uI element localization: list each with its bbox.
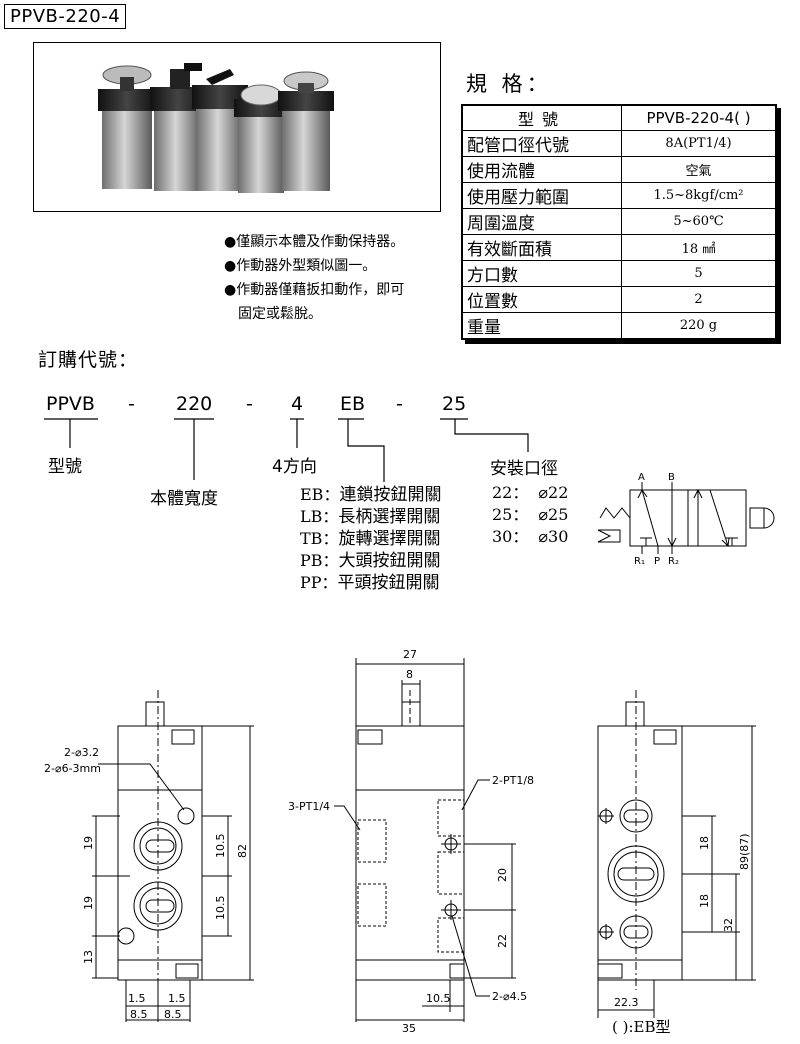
spec-row: 使用流體空氣 xyxy=(461,156,777,183)
spec-value: 220 g xyxy=(621,312,777,340)
dim-22-3: 22.3 xyxy=(614,996,639,1009)
dim-19-upper: 19 xyxy=(82,836,95,850)
dim-19-lower: 19 xyxy=(82,896,95,910)
dim-4-5: 2-⌀4.5 xyxy=(492,990,527,1003)
spec-key: 型號 xyxy=(461,104,622,131)
spec-key: 重量 xyxy=(461,312,622,340)
code-direction: 4 xyxy=(291,393,304,415)
actuator-item: TB：旋轉選擇開關 xyxy=(300,529,441,549)
pneumatic-symbol: A B R₁ P R₂ xyxy=(597,472,775,567)
port-item: 25：⌀25 xyxy=(492,505,569,524)
code-width: 220 xyxy=(176,393,213,415)
dim-pt18: 2-PT1/8 xyxy=(492,774,534,787)
symbol-label-b: B xyxy=(668,472,675,483)
note-item: 固定或鬆脫。 xyxy=(238,306,322,322)
spec-key: 使用壓力範圍 xyxy=(461,182,622,209)
port-item: 22：⌀22 xyxy=(492,483,569,502)
port-list: 22：⌀22 25：⌀25 30：⌀30 xyxy=(492,482,568,548)
port-item: 30：⌀30 xyxy=(492,527,569,546)
code-series: PPVB xyxy=(46,393,95,415)
actuator-item: PP：平頭按鈕開關 xyxy=(300,573,440,593)
left-view xyxy=(92,690,254,1022)
spec-value: 18 ㎟ xyxy=(621,234,777,261)
dim-89: 89(87) xyxy=(738,833,751,870)
spec-value: 5~60℃ xyxy=(621,208,777,235)
dim-18-upper: 18 xyxy=(698,836,711,850)
note-item: ●作動器僅藉扳扣動作，即可 xyxy=(224,282,405,298)
eb-type-caption: ( ):EB型 xyxy=(612,1018,671,1036)
middle-view xyxy=(334,658,516,1022)
dim-10-5-lower: 10.5 xyxy=(214,896,227,921)
dim-82: 82 xyxy=(236,844,249,858)
label-width: 本體寬度 xyxy=(150,489,218,509)
dim-hole-3-2: 2-⌀3.2 xyxy=(64,746,99,759)
dim-8-5-left: 8.5 xyxy=(130,1008,148,1021)
valve-photo-illustration xyxy=(98,63,334,193)
dim-1-5-left: 1.5 xyxy=(128,992,146,1005)
dim-20: 20 xyxy=(496,868,509,882)
spec-value: 空氣 xyxy=(621,156,777,183)
note-item: ●作動器外型類似圖一。 xyxy=(224,258,377,274)
dim-1-5-right: 1.5 xyxy=(168,992,186,1005)
product-photo xyxy=(33,42,441,212)
spec-key: 方口數 xyxy=(461,260,622,287)
dim-27: 27 xyxy=(403,648,417,661)
spec-header-row: 型號 PPVB-220-4( ) xyxy=(461,104,777,131)
actuator-item: LB：長柄選擇開關 xyxy=(300,507,441,527)
dim-8-5-right: 8.5 xyxy=(164,1008,182,1021)
label-direction: 4方向 xyxy=(272,457,317,477)
label-port: 安裝口徑 xyxy=(490,459,558,479)
code-dash: - xyxy=(396,393,403,415)
dim-13: 13 xyxy=(82,950,95,964)
label-model: 型號 xyxy=(48,457,82,477)
actuator-item: PB：大頭按鈕開關 xyxy=(300,551,441,571)
code-dash: - xyxy=(246,393,253,415)
symbol-label-a: A xyxy=(638,472,645,483)
code-dash: - xyxy=(128,393,135,415)
dim-10-5: 10.5 xyxy=(426,992,451,1005)
actuator-list: EB：連鎖按鈕開關 LB：長柄選擇開關 TB：旋轉選擇開關 PB：大頭按鈕開關 … xyxy=(300,484,441,594)
actuator-item: EB：連鎖按鈕開關 xyxy=(300,485,442,505)
spec-value: 1.5~8kgf/cm² xyxy=(621,182,777,209)
dim-8: 8 xyxy=(406,668,413,681)
symbol-label-r1: R₁ xyxy=(634,556,645,567)
spec-key: 位置數 xyxy=(461,286,622,313)
spec-key: 周圍溫度 xyxy=(461,208,622,235)
symbol-label-r2: R₂ xyxy=(668,556,679,567)
dim-18-lower: 18 xyxy=(698,894,711,908)
model-tag: PPVB-220-4 xyxy=(4,4,127,29)
dimension-drawings: 2-⌀3.2 2-⌀6-3mm 19 19 13 10.5 10.5 82 1.… xyxy=(44,648,756,1035)
spec-title: 規 格： xyxy=(466,72,552,96)
spec-value: 2 xyxy=(621,286,777,313)
spec-value: PPVB-220-4( ) xyxy=(621,104,777,131)
dim-32: 32 xyxy=(722,918,735,932)
symbol-label-p: P xyxy=(654,556,660,567)
right-view xyxy=(597,690,756,1018)
code-actuator: EB xyxy=(340,393,366,415)
code-port: 25 xyxy=(442,393,467,415)
dim-10-5-upper: 10.5 xyxy=(214,834,227,859)
dim-22: 22 xyxy=(496,934,509,948)
dim-pt14: 3-PT1/4 xyxy=(288,800,330,813)
notes: ●僅顯示本體及作動保持器。 ●作動器外型類似圖一。 ●作動器僅藉扳扣動作，即可 … xyxy=(224,230,404,326)
order-title: 訂購代號： xyxy=(38,349,139,371)
note-item: ●僅顯示本體及作動保持器。 xyxy=(224,234,405,250)
dim-hole-6: 2-⌀6-3mm xyxy=(44,762,101,775)
dim-35: 35 xyxy=(402,1022,416,1035)
